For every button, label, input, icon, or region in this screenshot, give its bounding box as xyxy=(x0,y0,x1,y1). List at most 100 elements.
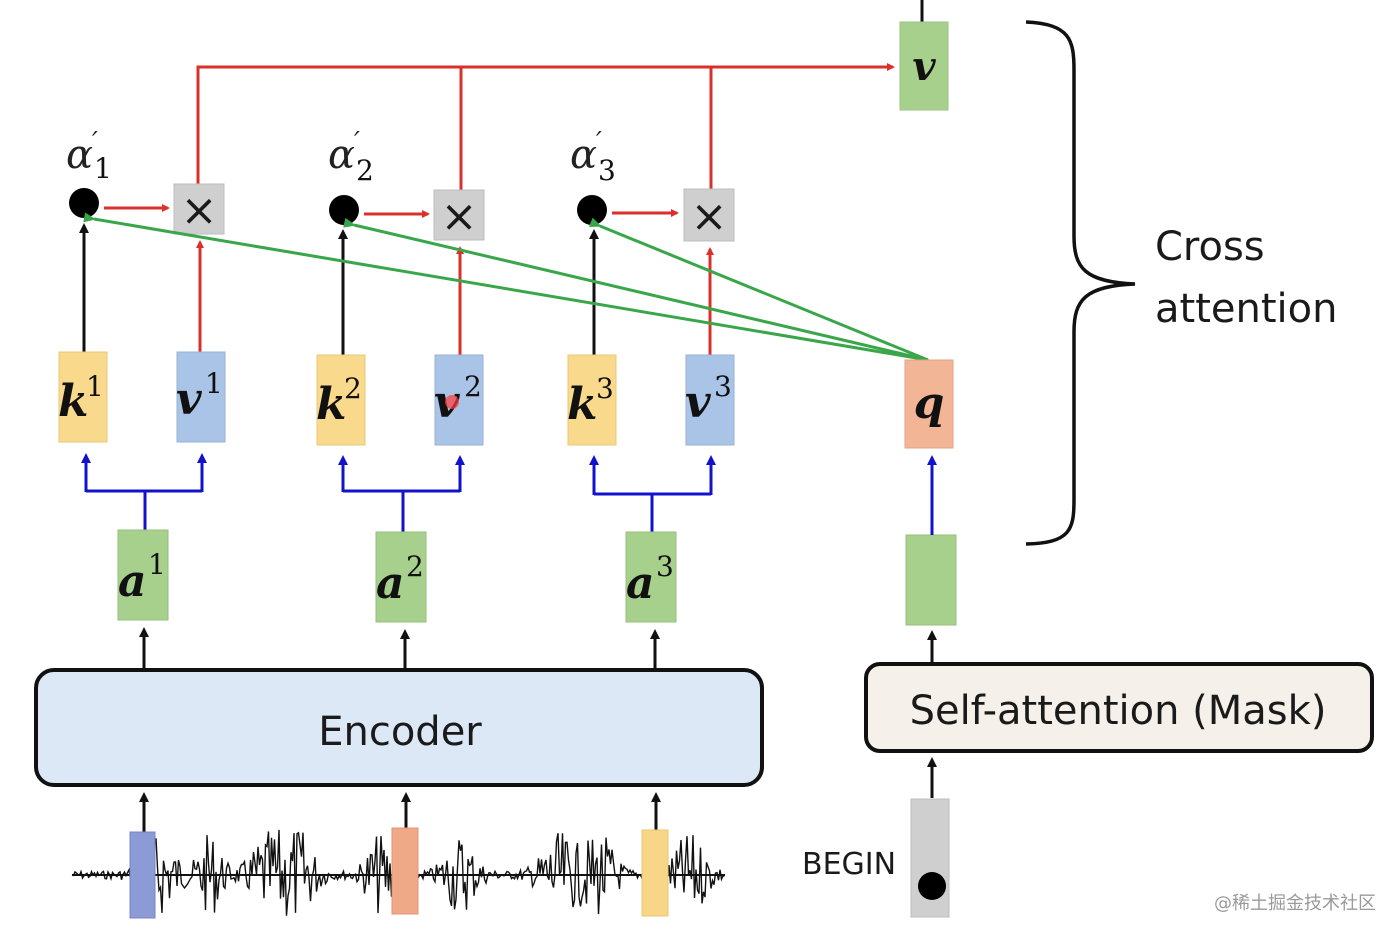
alpha-2-symbol: α xyxy=(328,132,355,178)
alpha-3-prime: ′ xyxy=(596,127,602,157)
alpha-1-dot xyxy=(69,188,99,218)
encoder-output-3-base: a xyxy=(626,558,655,609)
projection-1 xyxy=(81,453,207,532)
value-3-box xyxy=(685,354,735,446)
encoder-box xyxy=(34,668,764,787)
input-frame-1 xyxy=(129,831,156,919)
encoder-label: Encoder xyxy=(318,709,482,755)
key-3-sup: 3 xyxy=(596,372,614,405)
encoder-output-3-sup: 3 xyxy=(656,550,674,583)
projection-3 xyxy=(589,455,716,534)
watermark: @稀土掘金技术社区 xyxy=(1214,893,1376,914)
key-3: k 3 xyxy=(567,354,617,446)
q-to-alpha-2-arrow xyxy=(343,217,929,362)
key-1-base: k xyxy=(58,376,89,427)
key-1-box xyxy=(58,351,108,443)
value-3: v 3 xyxy=(685,354,735,446)
keys-and-values: k 1 v 1 k 2 v 2 k 3 v 3 xyxy=(58,351,735,446)
multiply-node-2: × xyxy=(433,189,485,242)
input-frame-3 xyxy=(641,829,669,917)
multiply-box-2 xyxy=(433,189,485,241)
query-label: q xyxy=(914,378,945,429)
weighted-sum-lines xyxy=(196,0,924,191)
sum-arrow-1 xyxy=(196,63,895,186)
key-2-box xyxy=(316,354,366,446)
attention-weight-1: α ′ 1 xyxy=(66,127,112,218)
value-3-base: v xyxy=(685,377,711,428)
query-to-weight-arrows xyxy=(83,212,929,362)
alpha-2-dot xyxy=(329,195,359,225)
key-3-base: k xyxy=(567,379,598,430)
encoder-output-3: a 3 xyxy=(625,531,677,623)
self-attention-box xyxy=(864,662,1374,753)
key-2-sup: 2 xyxy=(344,372,362,405)
cross-attention-brace: Cross attention xyxy=(1025,20,1337,546)
multiply-node-3: × xyxy=(683,188,735,242)
output-vector-box xyxy=(899,21,949,111)
key-to-weight-arrows xyxy=(79,223,599,355)
decoder-side: q Self-attention (Mask) BEGIN xyxy=(802,359,1374,918)
encoder-output-1-box xyxy=(117,529,169,621)
alpha-3-symbol: α xyxy=(570,132,597,178)
encoder-up-arrows xyxy=(139,627,660,670)
multiply-node-1: × xyxy=(173,183,225,236)
value-1-base: v xyxy=(176,374,202,425)
key-3-box xyxy=(567,354,617,446)
multiply-icon-3: × xyxy=(691,191,728,242)
begin-label: BEGIN xyxy=(802,847,896,882)
multiply-icon-1: × xyxy=(181,185,218,236)
multiply-icon-2: × xyxy=(441,191,478,242)
value-1-box xyxy=(176,351,226,443)
multiply-box-3 xyxy=(683,188,735,242)
q-to-alpha-3-arrow xyxy=(588,217,929,362)
key-2: k 2 xyxy=(316,354,366,446)
encoder-block: Encoder xyxy=(34,668,764,787)
input-up-arrows xyxy=(139,792,661,832)
alpha-3-index: 3 xyxy=(598,154,616,187)
alpha-1-symbol: α xyxy=(66,132,93,178)
alpha-2-prime: ′ xyxy=(354,127,360,157)
key-2-base: k xyxy=(316,379,347,430)
value-to-multiply-arrows xyxy=(196,240,714,355)
attention-weight-group: α ′ 1 α ′ 2 α ′ 3 × × xyxy=(66,127,735,242)
projection-arrows xyxy=(81,453,716,534)
encoder-output-1-sup: 1 xyxy=(148,548,166,581)
decoder-hidden-box xyxy=(905,534,957,626)
self-attention-label: Self-attention (Mask) xyxy=(910,688,1327,734)
alpha-1-index: 1 xyxy=(94,152,112,185)
encoder-output-1: a 1 xyxy=(117,529,169,621)
alpha-1-prime: ′ xyxy=(92,127,98,157)
key-1-sup: 1 xyxy=(86,370,104,403)
encoder-output-3-box xyxy=(625,531,677,623)
projection-2 xyxy=(338,455,465,534)
brace-icon xyxy=(1025,20,1136,546)
alpha-3-dot xyxy=(577,195,607,225)
value-2-box xyxy=(434,354,484,446)
value-3-sup: 3 xyxy=(714,370,732,403)
brace-label-line2: attention xyxy=(1155,286,1337,332)
alpha-2-index: 2 xyxy=(356,154,374,187)
encoder-output-2-box xyxy=(375,531,427,623)
output-vector-label: v xyxy=(912,43,936,90)
output-vector: v xyxy=(899,21,949,111)
input-frames xyxy=(129,827,669,919)
value-1: v 1 xyxy=(176,351,226,443)
input-frame-2 xyxy=(391,827,419,915)
value-2-sup: 2 xyxy=(464,370,482,403)
encoder-output-2: a 2 xyxy=(375,531,427,623)
encoder-output-2-base: a xyxy=(376,558,405,609)
value-2: v 2 xyxy=(434,354,484,446)
attention-weight-3: α ′ 3 xyxy=(570,127,616,225)
attention-weight-2: α ′ 2 xyxy=(328,127,374,225)
cursor-highlight xyxy=(445,395,459,409)
begin-token-dot xyxy=(918,872,946,900)
query-box xyxy=(904,359,954,449)
query: q xyxy=(904,359,954,449)
key-1: k 1 xyxy=(58,351,108,443)
q-to-alpha-1-arrow xyxy=(83,212,929,362)
multiply-box-1 xyxy=(173,183,225,235)
value-1-sup: 1 xyxy=(205,367,223,400)
encoder-outputs: a 1 a 2 a 3 xyxy=(117,529,677,623)
